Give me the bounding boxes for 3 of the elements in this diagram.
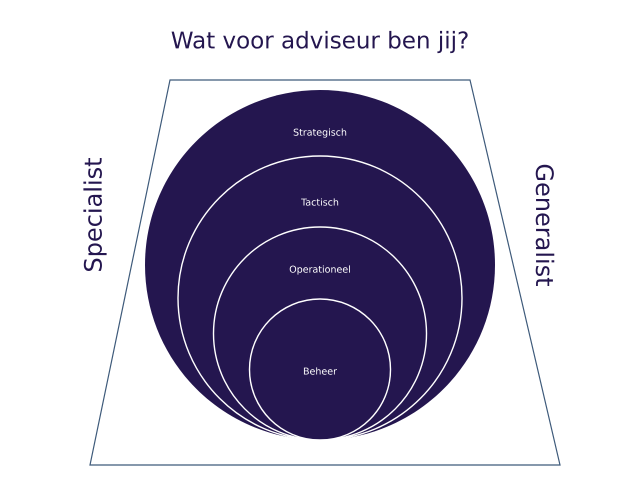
side-label: Generalist [536,164,554,286]
title: Wat voor adviseur ben jij? [172,30,468,54]
side-label: Specialist [83,158,107,271]
